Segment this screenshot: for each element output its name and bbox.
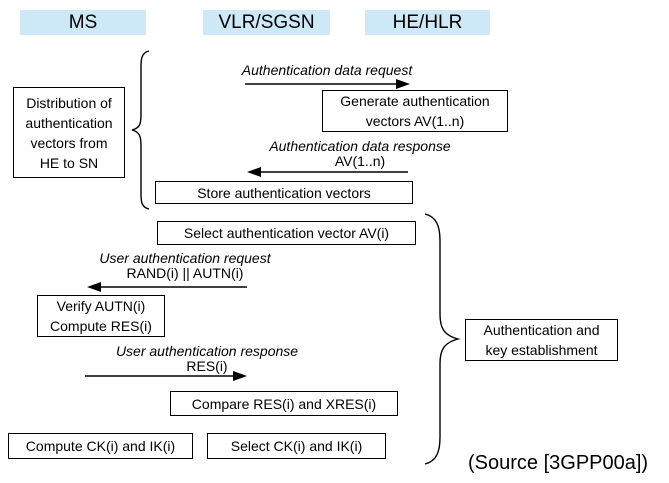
lifeline-header-vlr-sgsn: VLR/SGSN — [203, 10, 330, 35]
box-distribution-of-authentication-vectors: Distribution of authentication vectors f… — [13, 87, 125, 178]
message-title: User authentication request — [99, 250, 271, 266]
box-authentication-key-establishment: Authentication and key establishment — [465, 319, 618, 361]
arrow-user-auth-request — [87, 282, 247, 292]
lifeline-header-he-hlr: HE/HLR — [365, 10, 490, 35]
message-label-user-auth-request: User authentication request RAND(i) || A… — [85, 251, 285, 281]
message-title: User authentication response — [115, 343, 299, 359]
message-title: Authentication data request — [241, 62, 413, 78]
box-store-authentication-vectors: Store authentication vectors — [155, 181, 413, 204]
box-select-authentication-vector: Select authentication vector AV(i) — [157, 221, 416, 245]
message-payload: AV(1..n) — [334, 153, 386, 169]
arrow-auth-data-response — [247, 167, 408, 177]
source-note: (Source [3GPP00a]) — [468, 452, 649, 474]
message-label-auth-data-response: Authentication data response AV(1..n) — [260, 139, 460, 169]
box-select-ck-ik: Select CK(i) and IK(i) — [207, 433, 386, 459]
arrow-user-auth-response — [85, 371, 247, 381]
message-label-auth-data-request: Authentication data request — [227, 63, 427, 78]
lifeline-header-ms: MS — [20, 10, 146, 35]
right-brace — [424, 213, 461, 465]
box-compare-res-xres: Compare RES(i) and XRES(i) — [170, 391, 398, 416]
arrow-auth-data-request — [245, 79, 410, 89]
box-compute-ck-ik: Compute CK(i) and IK(i) — [8, 433, 193, 459]
message-payload: RES(i) — [186, 358, 228, 374]
message-title: Authentication data response — [269, 138, 451, 154]
message-payload: RAND(i) || AUTN(i) — [126, 265, 244, 281]
message-label-user-auth-response: User authentication response RES(i) — [107, 344, 307, 374]
box-generate-authentication-vectors: Generate authentication vectors AV(1..n) — [322, 90, 508, 132]
left-brace — [131, 50, 150, 210]
box-verify-autn-compute-res: Verify AUTN(i) Compute RES(i) — [37, 295, 165, 337]
